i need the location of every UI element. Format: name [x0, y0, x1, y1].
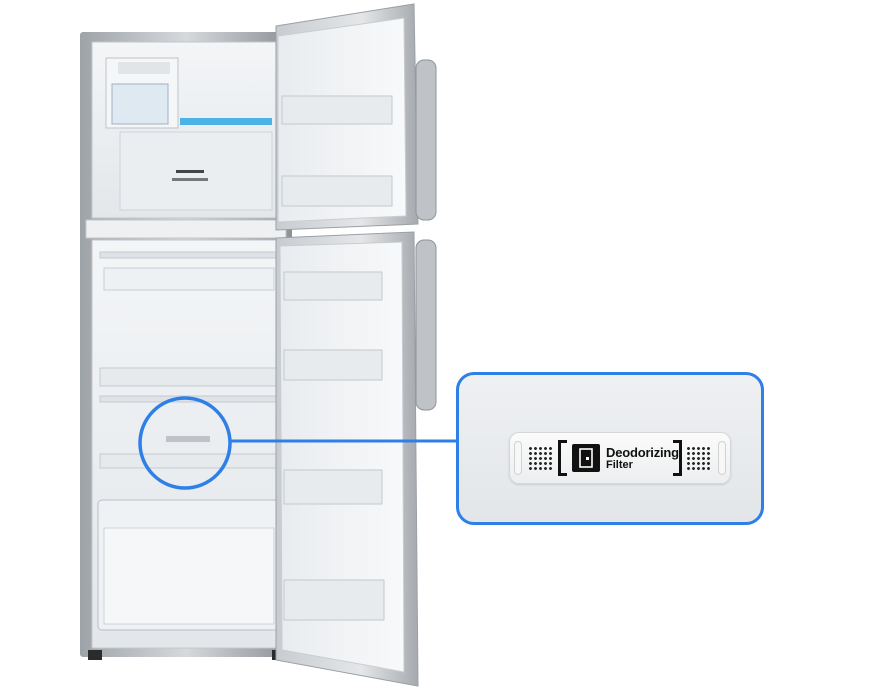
filter-title: Deodorizing [606, 445, 679, 460]
filter-location-highlight [138, 396, 458, 490]
filter-subtitle: Filter [606, 459, 633, 471]
vent-holes-left [528, 446, 554, 470]
filter-door-icon [572, 444, 600, 472]
fridge-door [275, 231, 437, 687]
filter-left-tab [514, 441, 522, 475]
deodorizing-filter-plate: Deodorizing Filter [509, 432, 731, 484]
bracket-left [558, 440, 567, 476]
filter-callout-panel: Deodorizing Filter [456, 372, 764, 525]
bracket-right [673, 440, 682, 476]
vent-holes-right [686, 446, 712, 470]
freezer-door [275, 3, 437, 231]
filter-right-tab [718, 441, 726, 475]
freezer-compartment [105, 57, 273, 211]
fridge-compartment [97, 251, 281, 631]
